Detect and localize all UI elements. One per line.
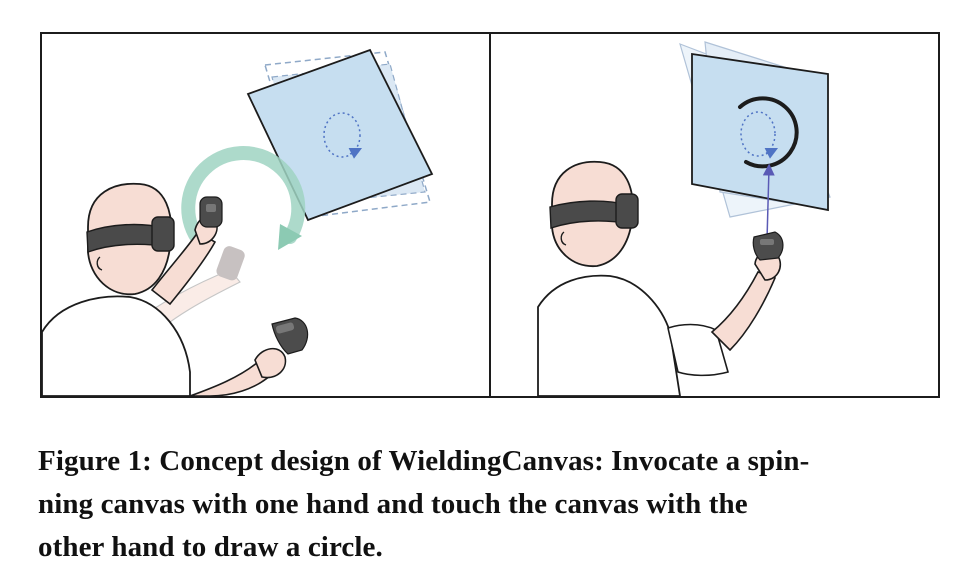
left-panel [41, 48, 434, 397]
raised-arm [150, 196, 223, 306]
dotted-circle-icon [323, 112, 363, 159]
concept-figure [40, 32, 940, 398]
right-sleeve [667, 323, 729, 377]
spin-arrow-icon [181, 146, 306, 250]
right-panel [537, 41, 831, 397]
dotted-circle-icon-right [740, 111, 779, 159]
controller-lower [271, 317, 309, 355]
right-raised-arm [710, 231, 784, 352]
concept-figure-svg [40, 32, 940, 398]
left-person-shirt [41, 295, 191, 397]
lower-arm [189, 317, 309, 397]
right-canvas [691, 52, 829, 212]
figure-caption: Figure 1: Concept design of WieldingCanv… [38, 440, 943, 569]
controller-upper [199, 196, 223, 228]
right-person-head [549, 160, 639, 267]
pen-arrow-icon [762, 163, 775, 241]
caption-line-1: Figure 1: Concept design of WieldingCanv… [38, 445, 810, 477]
caption-line-2: ning canvas with one hand and touch the … [38, 488, 748, 520]
left-person-head [86, 182, 175, 296]
caption-line-3: other hand to draw a circle. [38, 531, 383, 563]
controller-right [752, 231, 784, 261]
